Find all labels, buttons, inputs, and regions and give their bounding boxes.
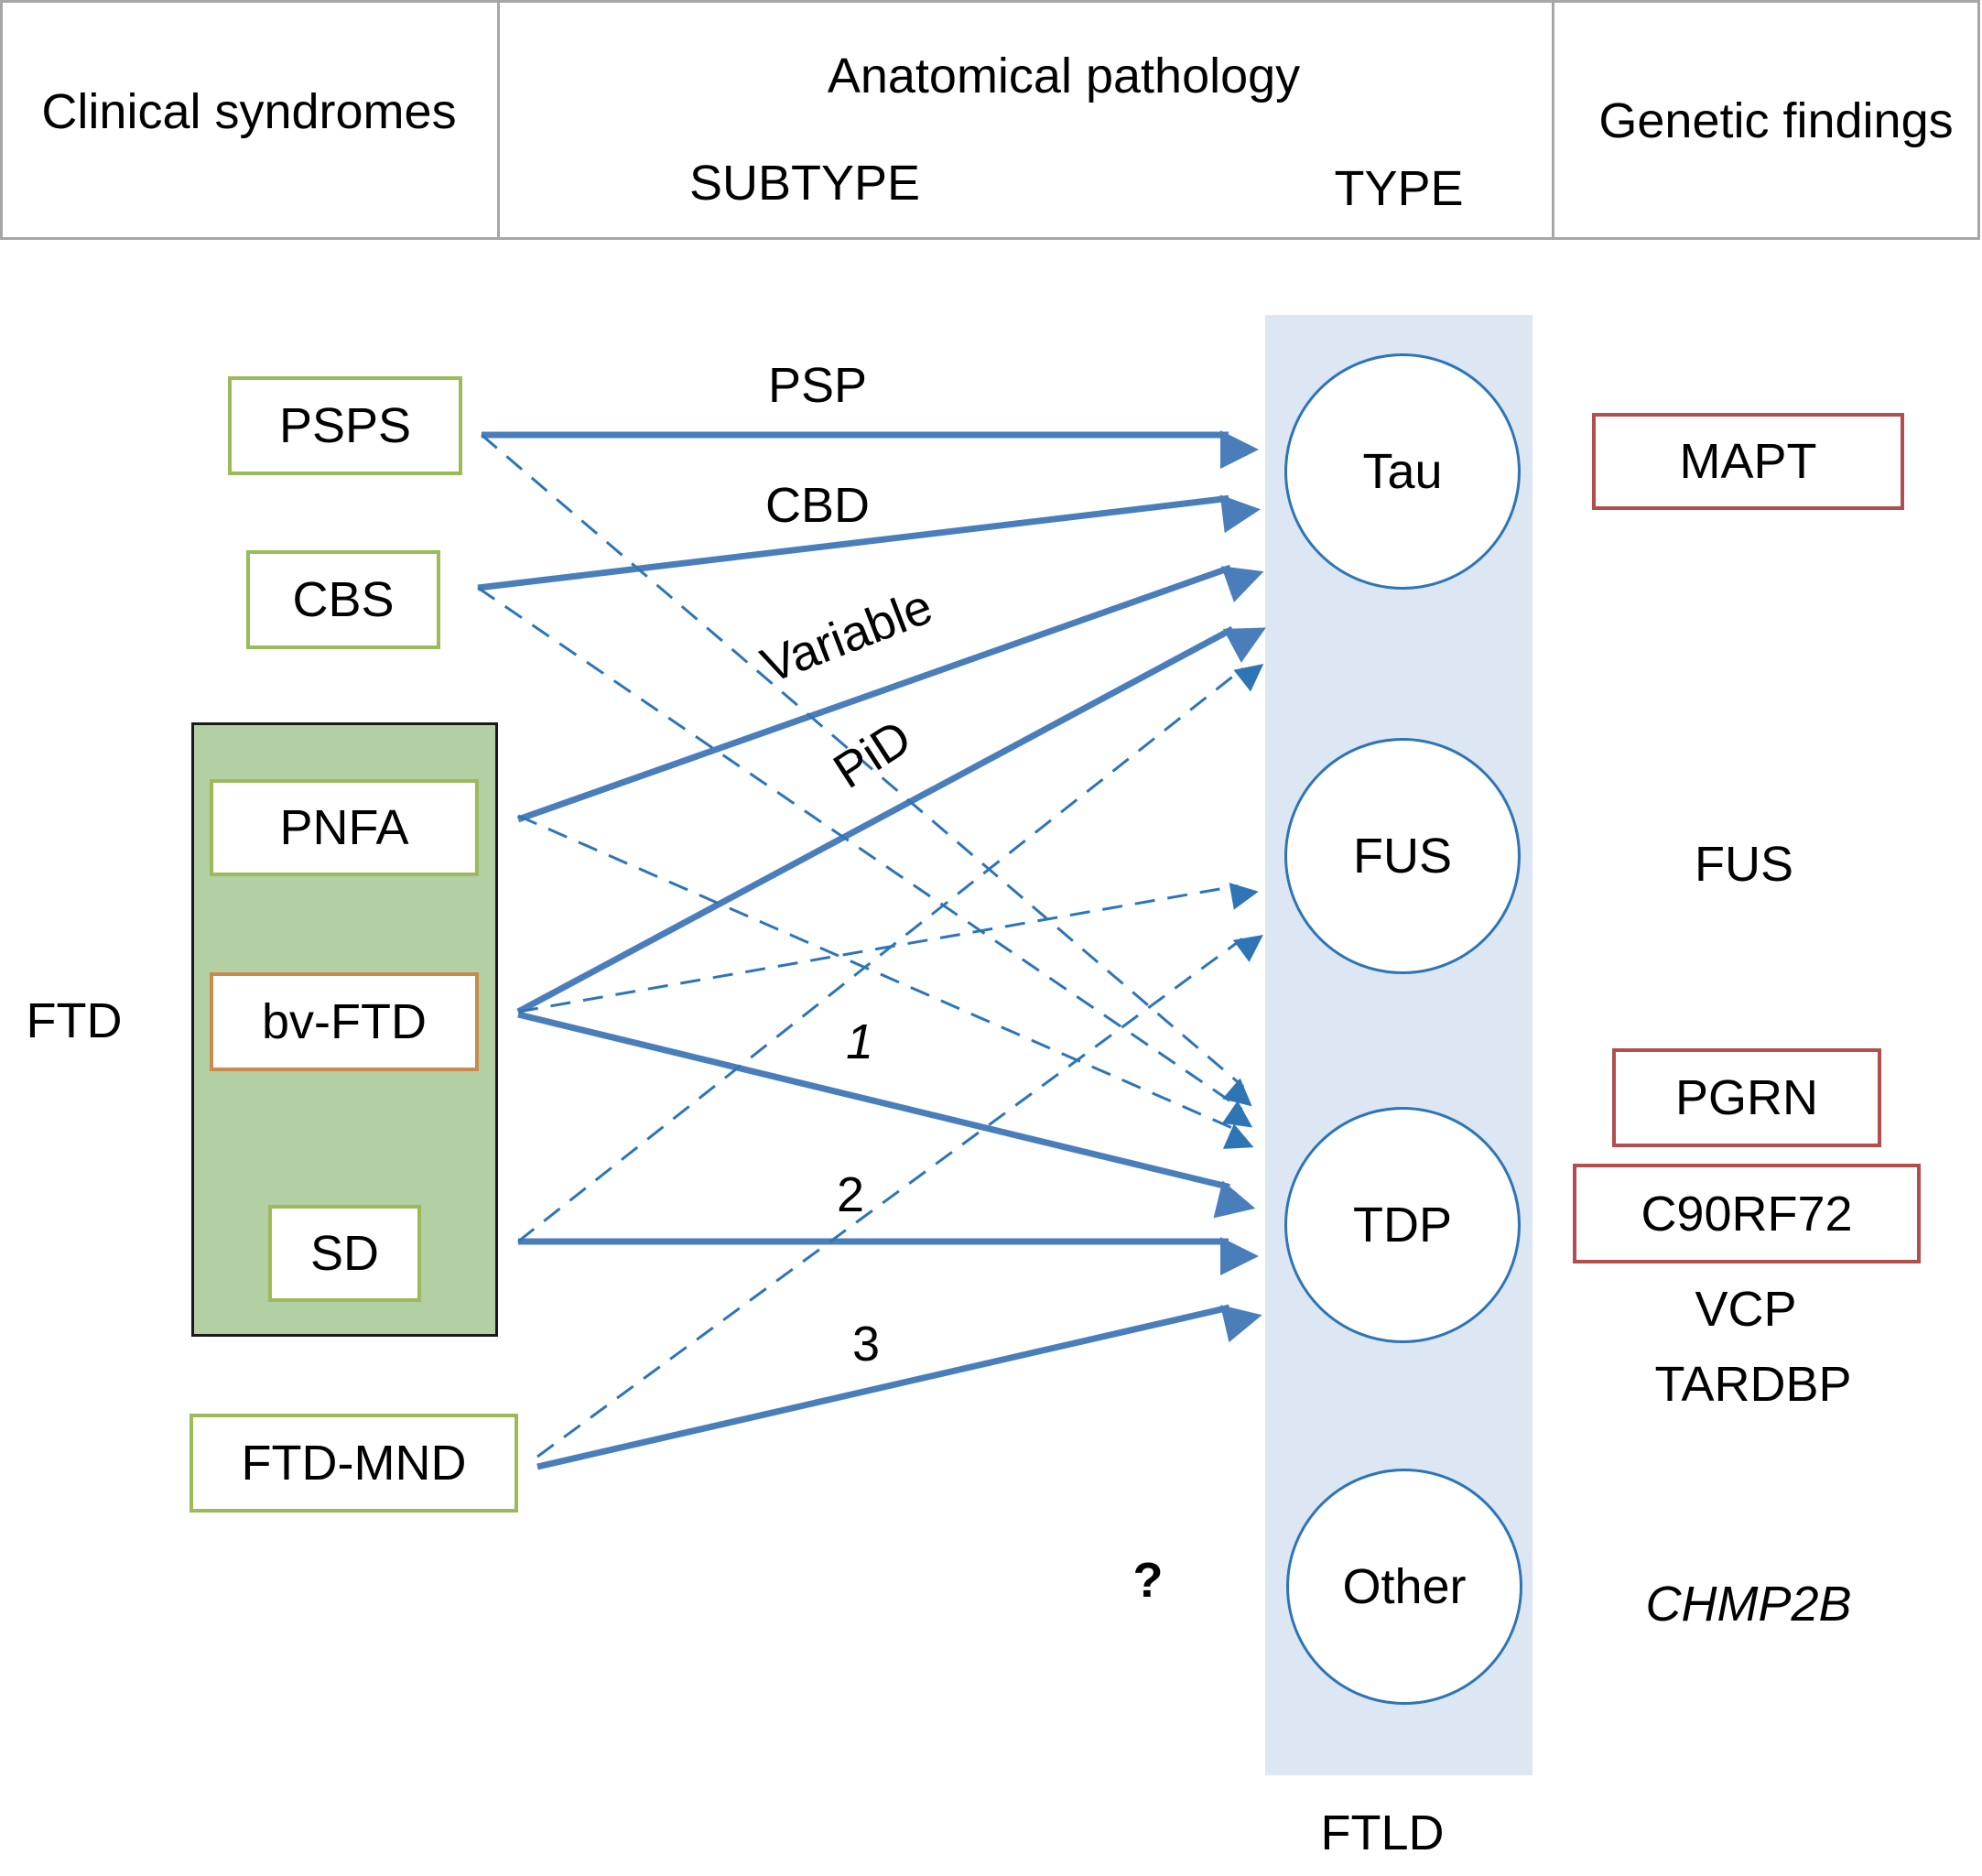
type-label: FUS [1353, 829, 1452, 884]
gene-box-c9orf72: C90RF72 [1573, 1164, 1921, 1263]
clinical-label: PNFA [279, 800, 409, 855]
clinical-label: PSPS [278, 398, 412, 453]
clinical-label: CBS [292, 572, 395, 627]
clinical-label: SD [309, 1226, 379, 1281]
arrow-cbs-to-tau-solid [477, 494, 1261, 591]
clinical-box-psps: PSPS [228, 376, 462, 475]
clinical-box-sd: SD [268, 1205, 421, 1302]
arrow-cbs-to-tdp-dashed [477, 586, 1253, 1128]
clinical-box-ftd-mnd: FTD-MND [190, 1414, 518, 1513]
type-circle-tdp: TDP [1284, 1107, 1521, 1343]
gene-box-pgrn: PGRN [1612, 1048, 1881, 1147]
header-table [0, 0, 1980, 240]
arrow-pnfa-to-tdp-dashed [517, 814, 1254, 1149]
type-label: Tau [1362, 444, 1443, 499]
clinical-label: bv-FTD [262, 994, 427, 1049]
header-genetic-findings: Genetic findings [1598, 93, 1954, 148]
clinical-box-cbs: CBS [246, 550, 440, 649]
type-circle-fus: FUS [1284, 738, 1521, 974]
gene-label-chmp2b: CHMP2B [1645, 1577, 1852, 1632]
gene-label: PGRN [1674, 1070, 1818, 1125]
header-anatomical-pathology: Anatomical pathology [827, 49, 1301, 103]
header-divider [497, 0, 500, 240]
subtype-label-cbd: CBD [764, 478, 871, 533]
gene-label: C90RF72 [1641, 1186, 1853, 1242]
arrow-ftd-mnd-to-fus-dashed [536, 935, 1263, 1459]
unknown-subtype-marker: ? [1132, 1553, 1164, 1608]
type-circle-other: Other [1286, 1469, 1522, 1705]
header-divider [1552, 0, 1554, 240]
clinical-label: FTD-MND [241, 1436, 467, 1491]
gene-label-fus: FUS [1695, 837, 1793, 892]
gene-label: MAPT [1679, 434, 1817, 489]
header-subtype: SUBTYPE [688, 156, 921, 211]
subtype-label-tdp-3: 3 [851, 1317, 881, 1372]
arrow-pnfa-to-tau-solid [516, 564, 1264, 823]
subtype-label-tdp-2: 2 [836, 1167, 865, 1222]
arrow-bv-ftd-to-fus-dashed [517, 883, 1259, 1014]
gene-label-vcp: VCP [1695, 1282, 1797, 1337]
type-label: TDP [1353, 1198, 1452, 1252]
subtype-label-tdp-1: 1 [845, 1014, 874, 1069]
arrow-sd-to-tau-dashed [517, 663, 1264, 1243]
ftd-label: FTD [26, 993, 123, 1048]
gene-label-tardbp: TARDBP [1654, 1357, 1852, 1412]
gene-box-mapt: MAPT [1592, 413, 1904, 510]
type-circle-tau: Tau [1284, 353, 1521, 590]
arrow-bv-ftd-to-tau-solid [516, 625, 1266, 1015]
type-label: Other [1342, 1559, 1467, 1614]
clinical-box-bv-ftd: bv-FTD [210, 972, 479, 1071]
arrow-ftd-mnd-to-tdp-solid [536, 1304, 1262, 1470]
arrow-psps-to-tdp-dashed [481, 433, 1252, 1107]
clinical-box-pnfa: PNFA [210, 779, 479, 876]
header-type: TYPE [1334, 161, 1464, 216]
ftld-label: FTLD [1320, 1806, 1445, 1860]
header-clinical-syndromes: Clinical syndromes [41, 84, 457, 139]
subtype-label-psp: PSP [767, 358, 868, 413]
arrow-bv-ftd-to-tdp-solid [517, 1011, 1256, 1219]
